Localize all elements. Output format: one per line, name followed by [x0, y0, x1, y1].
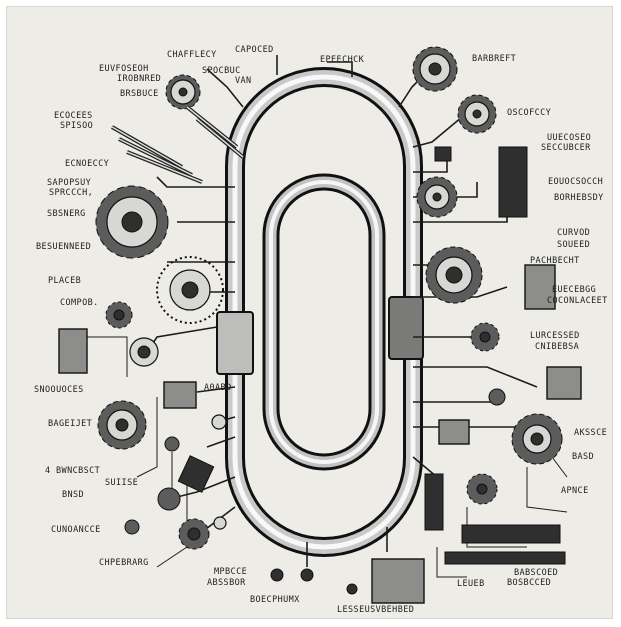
- label-besuenneed: BESUENNEED: [36, 242, 91, 252]
- label-sbsnerg: SBSNERG: [47, 209, 86, 219]
- label-curvod: CURVOD: [557, 228, 590, 238]
- label-leueb: LEUEB: [457, 579, 485, 589]
- label-sapopsuy: SAPOPSUY: [47, 178, 91, 188]
- right-comb-module: [499, 147, 527, 217]
- label-uuecoseo: UUECOSEO: [547, 133, 591, 143]
- right-clamp: [389, 297, 423, 359]
- left-knob: [212, 415, 226, 429]
- label-apnce: APNCE: [561, 486, 589, 496]
- left-box-module: [59, 329, 87, 373]
- label-babscoed: BABSCOED: [514, 568, 558, 578]
- label-van: VAN: [235, 76, 252, 86]
- bottom-control-box: [372, 559, 424, 603]
- label-lurcessed: LURCESSED: [530, 331, 580, 341]
- label-borhebsdy: BORHEBSDY: [554, 193, 604, 203]
- paperclip-machine-diagram: CHAFFLECY CAPOCED EPEECHCK BARBREFT EUVF…: [7, 7, 614, 620]
- label-spisoo: SPISOO: [60, 121, 93, 131]
- label-bnsd: BNSD: [62, 490, 84, 500]
- right-tiny-gear: [489, 389, 505, 405]
- label-chafflecy: CHAFFLECY: [167, 50, 217, 60]
- label-compob: COMPOB.: [60, 298, 99, 308]
- small-connector: [435, 147, 451, 161]
- central-paperclip: [217, 77, 423, 547]
- label-epeechck: EPEECHCK: [320, 55, 365, 65]
- label-coconlaceet: COCONLACEET: [547, 296, 608, 306]
- label-oscofccy: OSCOFCCY: [507, 108, 551, 118]
- label-sprccch: SPRCCCH,: [49, 188, 93, 198]
- gears: [96, 47, 562, 549]
- label-snoouoces: SNOOUOCES: [34, 385, 84, 395]
- left-tiny-gear: [165, 437, 179, 451]
- label-seccubcer: SECCUBCER: [541, 143, 591, 153]
- bottom-right-rail: [445, 552, 565, 564]
- label-cnibebsa: CNIBEBSA: [535, 342, 579, 352]
- label-boecphumx: BOECPHUMX: [250, 595, 300, 605]
- gear-dotted-left: [157, 257, 223, 323]
- gear-mid-left: [130, 338, 158, 366]
- gear-upper-right: [458, 95, 496, 133]
- label-euecebgg: EUECEBGG: [552, 285, 596, 295]
- bottom-knob-2: [301, 569, 313, 581]
- label-ecocees: ECOCEES: [54, 111, 93, 121]
- gear-right-center: [426, 247, 482, 303]
- diagram-canvas: CHAFFLECY CAPOCED EPEECHCK BARBREFT EUVF…: [6, 6, 613, 619]
- label-basd: BASD: [572, 452, 594, 462]
- gear-bottom-left: [179, 519, 209, 549]
- gear-right-mid: [417, 177, 457, 217]
- bottom-knob-1: [271, 569, 283, 581]
- gear-lower-left: [98, 401, 146, 449]
- label-a0abd: A0ABD: [204, 383, 232, 393]
- label-eouocsocch: EOUOCSOCCH: [548, 177, 603, 187]
- right-square-module: [547, 367, 581, 399]
- gear-right-small: [471, 323, 499, 351]
- label-soueed: SOUEED: [557, 240, 590, 250]
- right-ribbed-column: [425, 474, 443, 530]
- bottom-right-comb: [462, 525, 560, 543]
- label-chpebrarg: CHPEBRARG: [99, 558, 149, 568]
- label-cunoancce: CUNOANCCE: [51, 525, 101, 535]
- label-spocbuc: SPOCBUC: [202, 66, 241, 76]
- left-clamp: [217, 312, 253, 374]
- label-bosbcced: BOSBCCED: [507, 578, 551, 588]
- label-capoced: CAPOCED: [235, 45, 274, 55]
- gear-lower-right: [512, 414, 562, 464]
- gear-large-left: [96, 186, 168, 258]
- gear-bottom-right: [467, 474, 497, 504]
- label-ecnoeccy: ECNOECCY: [65, 159, 109, 169]
- label-irobnred: IROBNRED: [117, 74, 161, 84]
- label-aksce: AKSSCE: [574, 428, 607, 438]
- label-pachbecht: PACHBECHT: [530, 256, 580, 266]
- label-bageijet: BAGEIJET: [48, 419, 92, 429]
- left-small-gear: [158, 488, 180, 510]
- label-mpbcce: MPBCCE: [214, 567, 247, 577]
- label-placeb: PLACEB: [48, 276, 81, 286]
- left-tiny-gear-2: [125, 520, 139, 534]
- gear-small-left: [106, 302, 132, 328]
- bottom-left-knob: [214, 517, 226, 529]
- label-4-bwncbsct: 4 BWNCBSCT: [45, 466, 100, 476]
- label-brsbuce: BRSBUCE: [120, 89, 159, 99]
- gear-top-right: [413, 47, 457, 91]
- label-euvfoseoh: EUVFOSEOH: [99, 64, 149, 74]
- bottom-knob-3: [347, 584, 357, 594]
- gear-top-left: [166, 75, 200, 109]
- right-relay-box: [439, 420, 469, 444]
- label-lesseusvbehbed: LESSEUSVBEHBED: [337, 605, 414, 615]
- label-suiise: SUIISE: [105, 478, 138, 488]
- label-barbreft: BARBREFT: [472, 54, 516, 64]
- left-relay-box: [164, 382, 196, 408]
- label-abssbor: ABSSBOR: [207, 578, 246, 588]
